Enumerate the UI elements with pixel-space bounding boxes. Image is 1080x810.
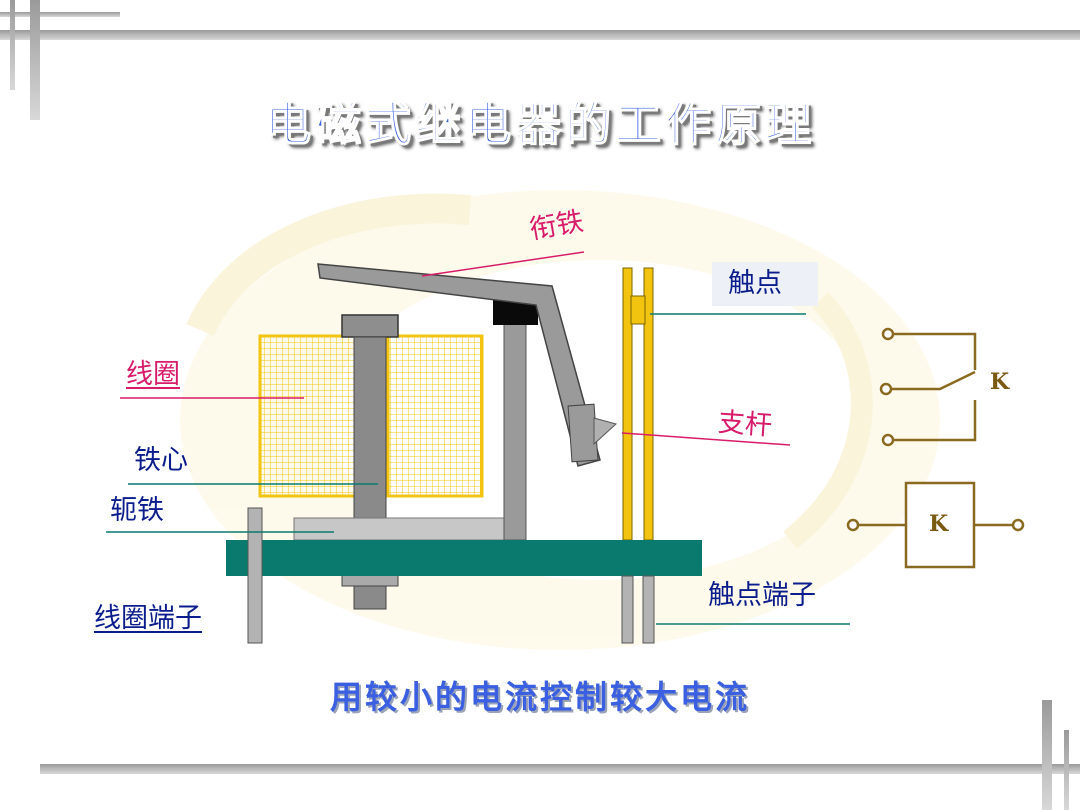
relay-base bbox=[226, 540, 702, 576]
armature bbox=[317, 263, 601, 467]
label-coil: 线圈 bbox=[126, 359, 180, 390]
coil-left bbox=[258, 334, 358, 498]
iron-core-cap bbox=[341, 314, 399, 338]
box-symbol bbox=[846, 481, 1025, 569]
frame-right-bar-thin bbox=[1064, 730, 1069, 810]
frame-left-bar-thin bbox=[10, 0, 15, 90]
contact-point bbox=[630, 295, 646, 325]
frame-left-bar bbox=[30, 0, 40, 120]
label-coil-terminal: 线圈端子 bbox=[94, 603, 202, 634]
contact-terminal-pin-right bbox=[642, 575, 655, 644]
label-contact-terminal: 触点端子 bbox=[708, 580, 816, 611]
contact-terminal-pin-left bbox=[621, 575, 634, 644]
frame-top-bar-thin bbox=[0, 12, 120, 17]
box-label: K bbox=[929, 511, 949, 537]
label-iron-core: 铁心 bbox=[134, 445, 188, 476]
push-rod bbox=[593, 417, 618, 446]
leader-push-rod bbox=[621, 432, 791, 446]
armature-post bbox=[503, 321, 527, 541]
frame-top-bar bbox=[0, 30, 1080, 40]
label-contact: 触点 bbox=[712, 262, 818, 306]
coil-right bbox=[386, 334, 484, 498]
page-title: 电磁式继电器的工作原理 bbox=[264, 96, 815, 152]
coil-terminal-pin bbox=[247, 507, 263, 644]
frame-bottom-bar bbox=[40, 764, 1080, 774]
frame-right-bar bbox=[1042, 700, 1052, 810]
label-push-rod: 支杆 bbox=[716, 407, 773, 442]
switch-symbol bbox=[879, 327, 977, 447]
yoke bbox=[293, 517, 505, 541]
label-yoke: 轭铁 bbox=[110, 495, 164, 526]
switch-label: K bbox=[990, 369, 1010, 395]
push-rod-tip bbox=[567, 403, 599, 463]
subtitle: 用较小的电流控制较大电流 bbox=[329, 678, 750, 716]
leader-armature bbox=[421, 251, 585, 277]
